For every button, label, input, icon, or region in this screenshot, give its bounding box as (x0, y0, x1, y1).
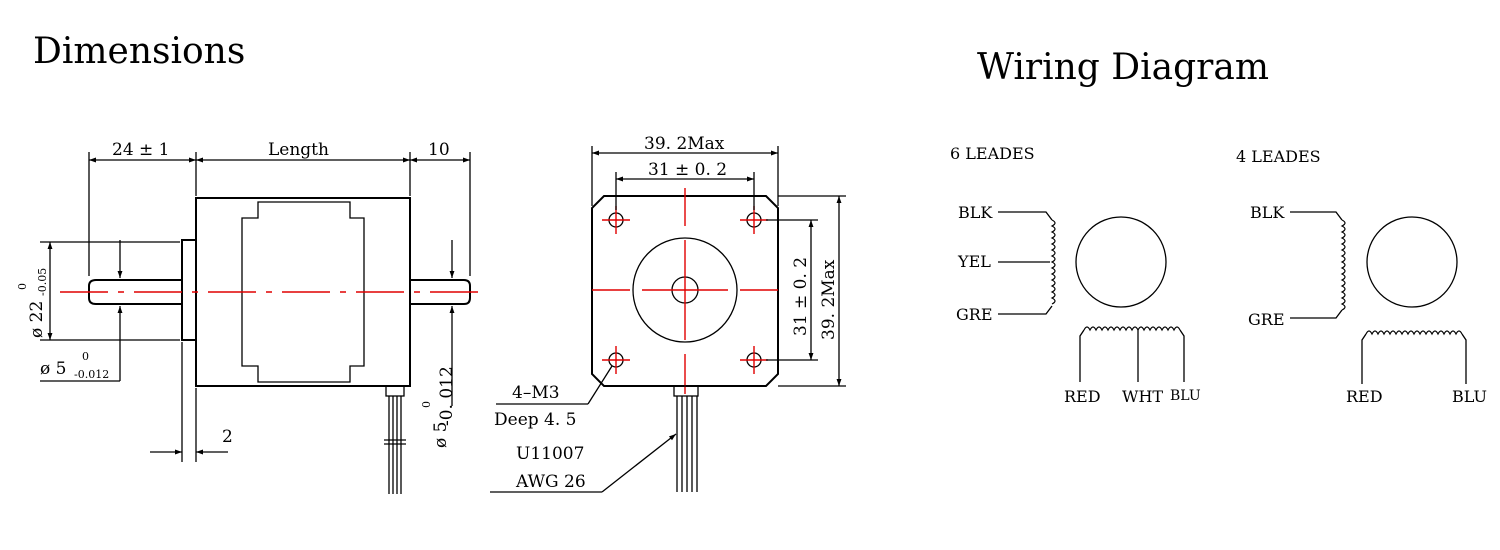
wire-blu (1461, 333, 1467, 384)
dimensions-title: Dimensions (33, 31, 246, 72)
wiring-diagram-title: Wiring Diagram (977, 47, 1269, 88)
dim-pilot-dia: ø 22 (27, 301, 47, 338)
cable-awg-label: AWG 26 (515, 472, 586, 492)
dim-shaft-dia-left-tol-upper: 0 (82, 350, 89, 363)
cable-exit (385, 385, 405, 397)
left-coil (1340, 219, 1346, 311)
dim-shaft-dia-left: ø 5 (40, 359, 66, 379)
dim-shaft-dia-right: ø 5 (431, 422, 451, 448)
four-leads-title: 4 LEADES (1236, 147, 1321, 166)
wiring-4-leads: 4 LEADES BLK GRE RED BLU (1236, 147, 1487, 406)
bottom-coil (1365, 330, 1463, 336)
dim-pilot-tol-lower: -0.05 (36, 268, 49, 296)
hole-center-marks (602, 206, 768, 374)
deep-label: Deep 4. 5 (494, 410, 576, 430)
lead-label-blu: BLU (1170, 388, 1201, 404)
wire-red (1361, 333, 1367, 384)
lead-label-red: RED (1064, 387, 1101, 406)
side-cable-wires (388, 396, 402, 494)
lead-label-blk: BLK (958, 203, 993, 222)
motor-flange (181, 239, 197, 341)
dim-body-max: 39. 2Max (644, 134, 725, 154)
wire-blk (998, 211, 1053, 221)
wire-red (1079, 329, 1085, 382)
lead-label-wht: WHT (1122, 387, 1163, 406)
lead-label-yel: YEL (957, 252, 991, 271)
wire-blk (1290, 211, 1343, 221)
dim-length: Length (268, 140, 329, 160)
rotor-circle (1366, 216, 1458, 308)
front-cable-exit (673, 385, 699, 397)
dim-shaft-left: 24 ± 1 (112, 140, 170, 160)
six-leads-title: 6 LEADES (950, 144, 1035, 163)
dim-pilot-tol-upper: 0 (16, 283, 29, 290)
dim-hole-spacing: 31 ± 0. 2 (648, 160, 727, 180)
motor-face (591, 195, 779, 387)
front-cable-wires (676, 396, 698, 492)
lead-label-gre: GRE (956, 305, 993, 324)
wire-blu (1179, 329, 1185, 382)
cable-break (384, 439, 406, 445)
dim-shaft-dia-right-tol-lower: -0. 012 (437, 366, 457, 426)
rotor-circle (1075, 216, 1167, 308)
motor-front-view: 39. 2Max 31 ± 0. 2 31 ± 0. 2 39. 2Max 4–… (490, 134, 846, 493)
screw-label: 4–M3 (512, 383, 560, 403)
dim-shaft-right: 10 (428, 140, 450, 160)
dim-hole-spacing-vertical: 31 ± 0. 2 (791, 257, 811, 336)
dim-shaft-dia-left-tol-lower: -0.012 (74, 368, 109, 381)
left-coil (1050, 219, 1056, 305)
lead-label-blk: BLK (1250, 203, 1285, 222)
wiring-6-leads: 6 LEADES BLK YEL GRE RED WHT BLU (950, 144, 1201, 406)
bottom-coil (1083, 326, 1181, 332)
dim-shaft-dia-right-tol-upper: 0 (420, 401, 433, 408)
pilot-circle (632, 237, 738, 343)
lead-label-red: RED (1346, 387, 1383, 406)
dim-flange-thickness: 2 (222, 427, 233, 447)
wire-gre (998, 305, 1053, 315)
lead-label-blu: BLU (1452, 387, 1487, 406)
motor-side-view: 24 ± 1 Length 10 ø 22 0 -0.05 ø 5 0 -0.0… (16, 140, 485, 494)
leader-line (587, 365, 613, 405)
cable-model-label: U11007 (516, 444, 584, 464)
leader-line (601, 433, 677, 493)
motor-inner-profile (241, 201, 365, 383)
dim-body-max-vertical: 39. 2Max (819, 259, 839, 340)
lead-label-gre: GRE (1248, 310, 1285, 329)
wire-gre (1290, 309, 1343, 319)
